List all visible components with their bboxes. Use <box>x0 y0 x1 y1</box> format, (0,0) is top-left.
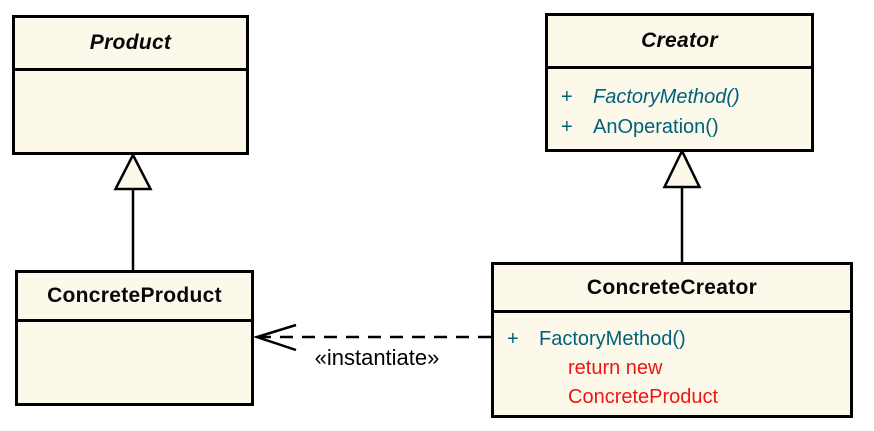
visibility-plus: + <box>561 86 573 108</box>
class-box-product: Product <box>12 15 249 155</box>
open-arrowhead-icon <box>252 323 297 352</box>
instantiate-stereotype-label: «instantiate» <box>314 345 440 370</box>
operation-row: + FactoryMethod() <box>494 325 850 354</box>
visibility-plus: + <box>561 116 573 138</box>
code-note-line: return new <box>568 357 663 379</box>
class-title: Creator <box>548 16 811 69</box>
class-box-creator: Creator + FactoryMethod() + AnOperation(… <box>545 13 814 152</box>
operation-label: AnOperation() <box>593 116 719 138</box>
class-title: ConcreteProduct <box>18 273 251 322</box>
operation-label: FactoryMethod() <box>593 86 740 108</box>
visibility-plus: + <box>507 328 519 350</box>
class-body <box>15 71 246 152</box>
class-body <box>18 322 251 403</box>
class-body: + FactoryMethod() return new ConcretePro… <box>494 313 850 415</box>
operation-label: FactoryMethod() <box>539 328 686 350</box>
operation-row: + FactoryMethod() <box>548 82 811 112</box>
generalization-triangle-icon <box>113 152 153 191</box>
generalization-triangle-icon <box>662 148 702 189</box>
operation-row: + AnOperation() <box>548 112 811 142</box>
class-box-concrete-product: ConcreteProduct <box>15 270 254 406</box>
code-note-line: ConcreteProduct <box>568 386 719 408</box>
class-body: + FactoryMethod() + AnOperation() <box>548 69 811 149</box>
class-title: Product <box>15 18 246 71</box>
class-box-concrete-creator: ConcreteCreator + FactoryMethod() return… <box>491 262 853 418</box>
class-title: ConcreteCreator <box>494 265 850 313</box>
